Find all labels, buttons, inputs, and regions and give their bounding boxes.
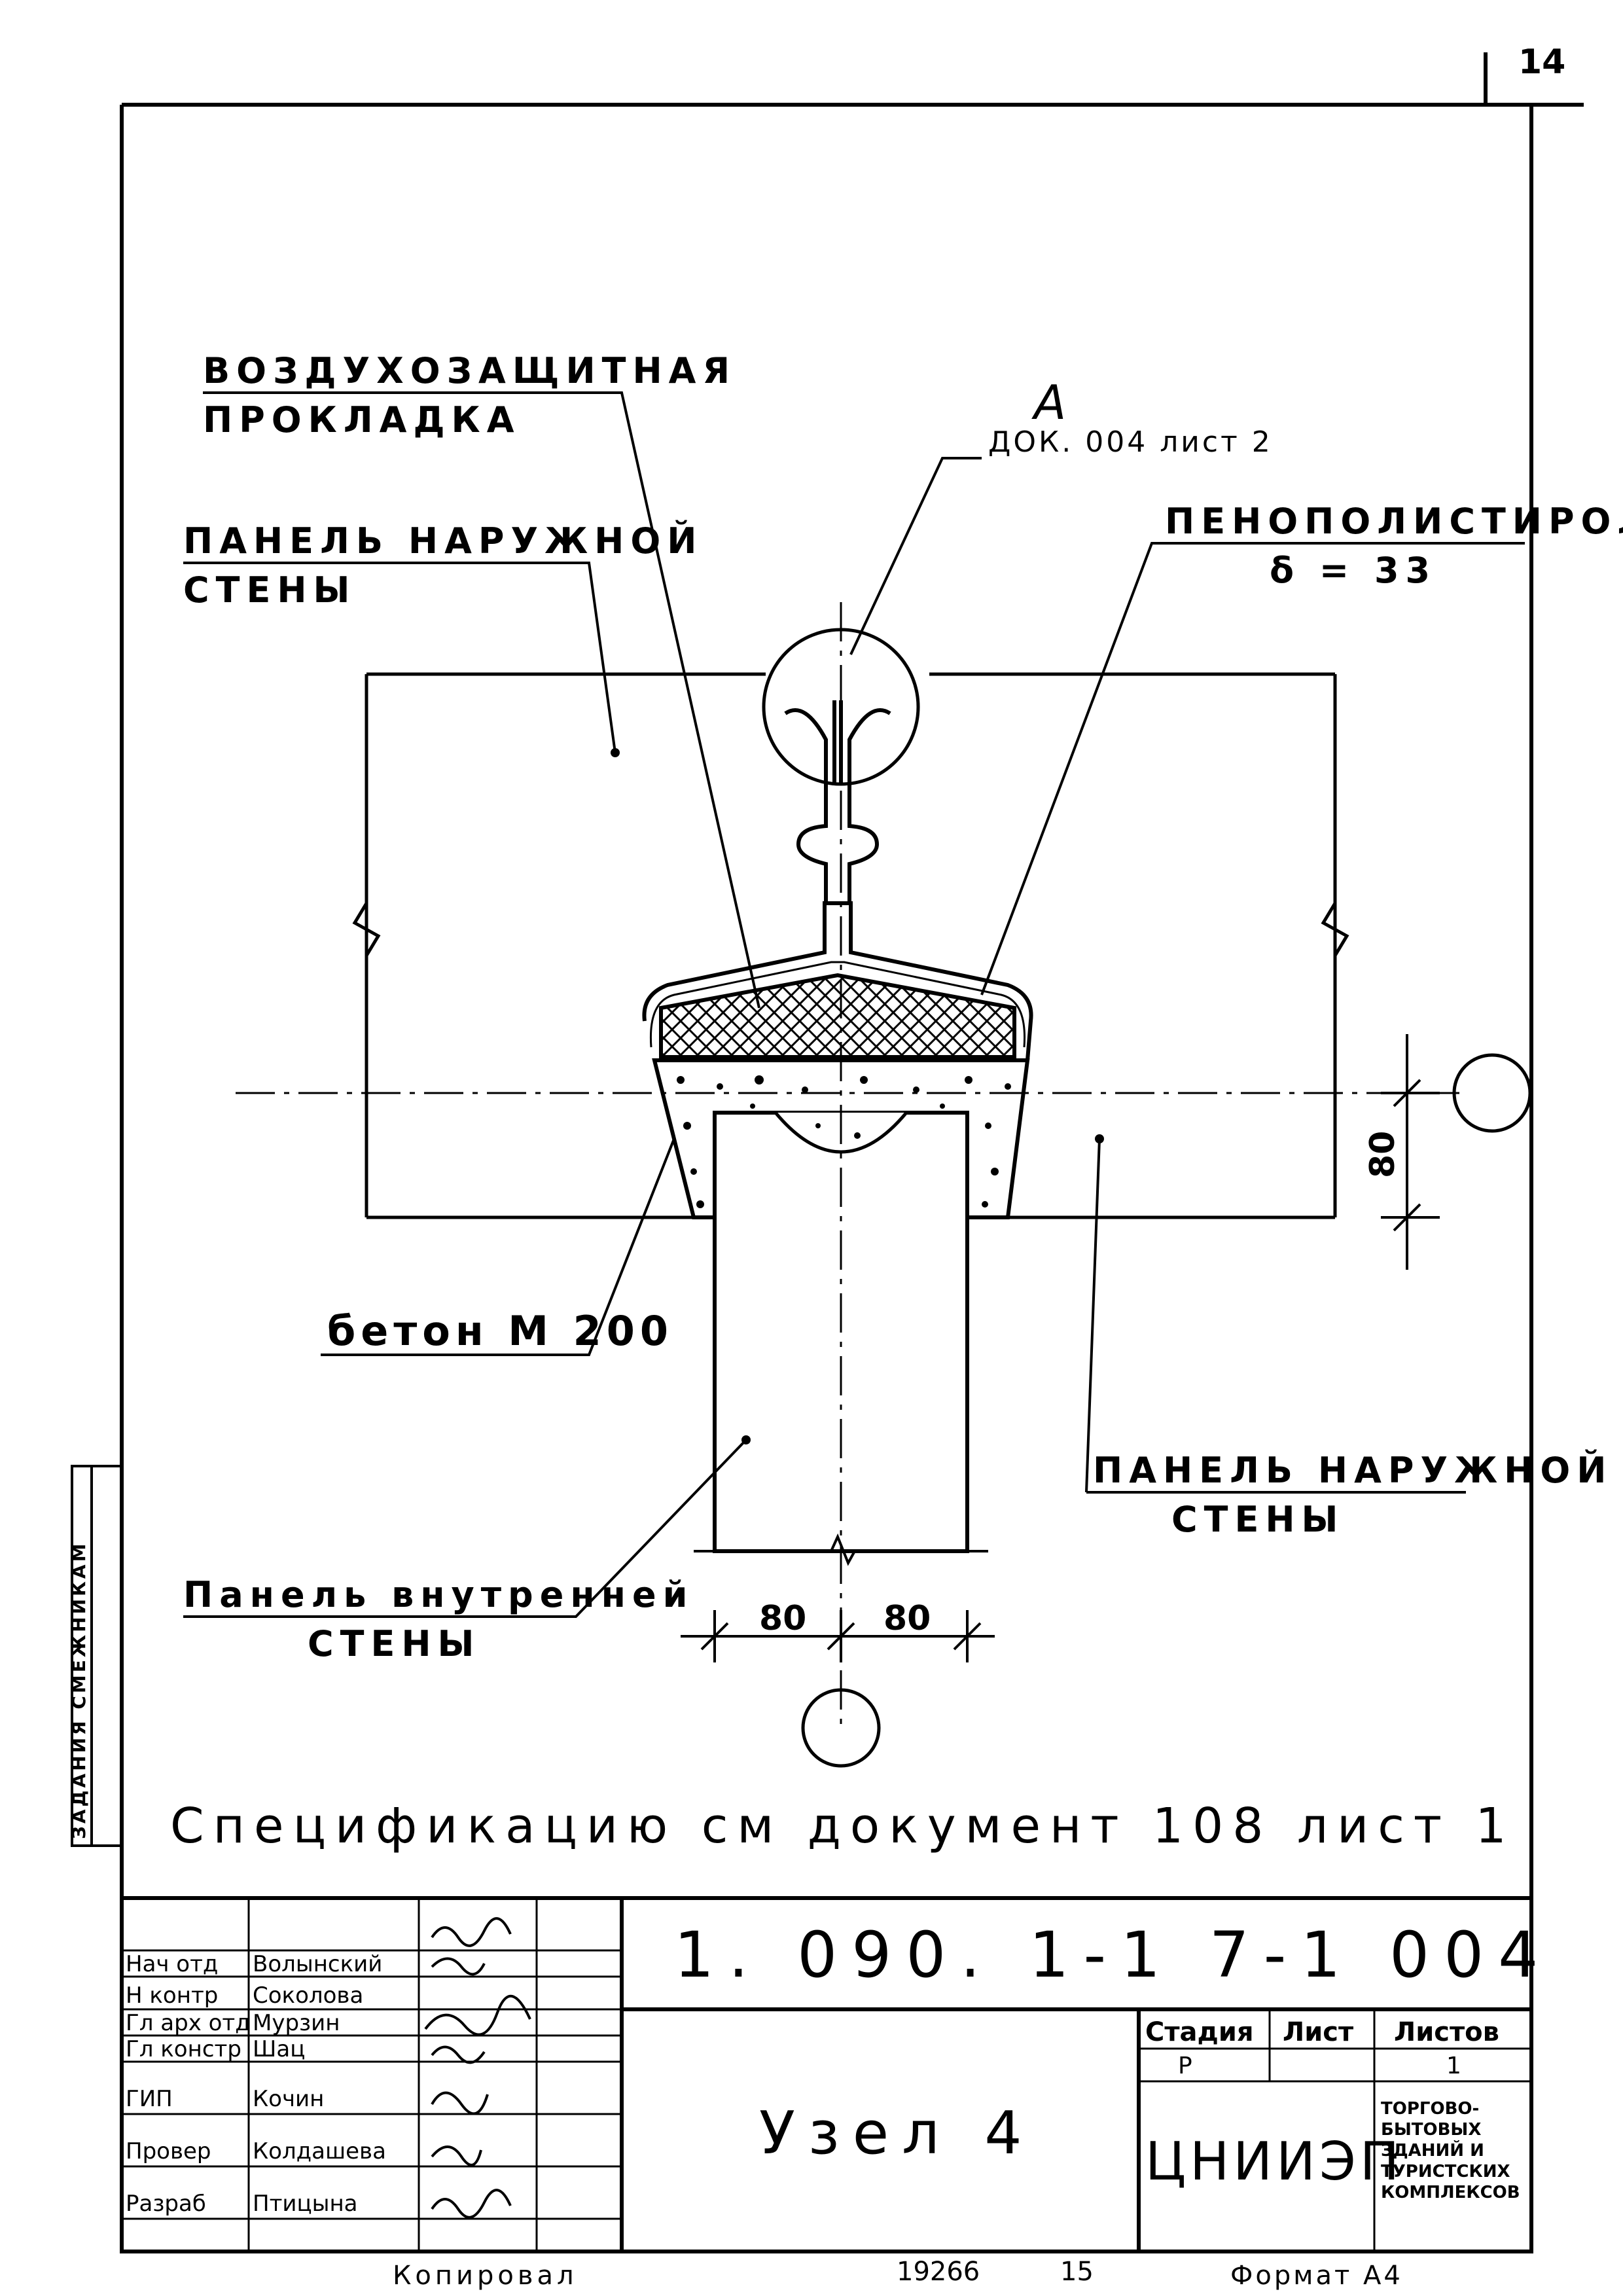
dimension-height-value: 80	[1363, 1131, 1402, 1178]
footer-format: Формат А4	[1230, 2261, 1403, 2291]
label-inner-panel-2: СТЕНЫ	[308, 1623, 481, 1664]
footer-copied: Копировал	[393, 2261, 578, 2291]
leader-lines	[183, 391, 1525, 1618]
role-person: Шац	[253, 2036, 305, 2062]
drawing-name: Узел 4	[759, 2099, 1035, 2168]
footer-copy-sheet: 15	[1060, 2257, 1094, 2287]
label-foam-2: δ = 33	[1270, 550, 1436, 591]
side-stamp	[71, 1465, 123, 1847]
role-person: Соколова	[253, 1982, 363, 2009]
role-label: Н контр	[126, 1982, 218, 2009]
dimension-right-value: 80	[883, 1599, 931, 1638]
dimension-left-value: 80	[759, 1599, 806, 1638]
label-outer-panel-right-2: СТЕНЫ	[1171, 1499, 1345, 1540]
stage-value: Р	[1178, 2053, 1192, 2079]
title-block-roles: Нач отд Волынский Н контр Соколова Гл ар…	[126, 1951, 386, 2217]
role-label: Гл констр	[126, 2036, 241, 2062]
role-label: Нач отд	[126, 1951, 218, 1977]
role-person: Мурзин	[253, 2010, 340, 2036]
role-label: Провер	[126, 2138, 211, 2164]
label-concrete: бетон М 200	[327, 1307, 673, 1355]
air-seal-inner	[649, 961, 1026, 1048]
concrete-dots	[677, 1075, 1011, 1208]
dimension-height	[1381, 1034, 1440, 1270]
role-label: ГИП	[126, 2086, 173, 2112]
label-outer-panel-right-1: ПАНЕЛЬ НАРУЖНОЙ	[1093, 1450, 1613, 1491]
footer-inventory: 19266	[897, 2257, 980, 2287]
seal-stem	[784, 700, 891, 903]
inner-panel-break	[694, 1533, 988, 1566]
role-person: Волынский	[253, 1951, 382, 1977]
label-foam-1: ПЕНОПОЛИСТИРОЛ	[1165, 501, 1623, 542]
foam-insulation	[659, 973, 1016, 1059]
side-stamp-text: ЗАДАНИЯ СМЕЖНИКАМ	[68, 1541, 90, 1839]
role-label: Разраб	[126, 2191, 206, 2217]
drawing-code: 1. 090. 1-1 7-1 004	[674, 1918, 1552, 1992]
title-block-grid	[122, 1898, 1531, 2251]
role-person: Кочин	[253, 2086, 324, 2112]
leader-dots	[611, 748, 1104, 1444]
org-desc-line: ЗДАНИЙ И	[1381, 2140, 1484, 2161]
label-outer-panel-2: СТЕНЫ	[183, 569, 357, 611]
axis-bubble-bottom	[801, 1688, 881, 1768]
label-view-ref: ДОК. 004 лист 2	[988, 425, 1273, 459]
spec-note: Спецификацию см документ 108 лист 1	[170, 1798, 1516, 1854]
axis-bubble-right	[1452, 1053, 1532, 1133]
label-view-a: А	[1031, 375, 1066, 430]
dimension-width	[681, 1610, 995, 1662]
outer-wall-panel	[352, 672, 1349, 1219]
label-inner-panel-1: Панель внутренней	[183, 1574, 694, 1615]
org-desc-line: ТОРГОВО-	[1381, 2099, 1479, 2119]
role-person: Птицына	[253, 2191, 358, 2217]
role-person: Колдашева	[253, 2138, 386, 2164]
role-label: Гл арх отд	[126, 2010, 251, 2036]
label-air-seal-2: ПРОКЛАДКА	[203, 399, 520, 440]
org-desc-line: КОМПЛЕКСОВ	[1381, 2183, 1520, 2202]
org-desc-line: БЫТОВЫХ	[1381, 2120, 1481, 2140]
org-name: ЦНИИЭП	[1145, 2131, 1403, 2192]
sheet-header: Лист	[1283, 2017, 1354, 2047]
concrete-fill	[652, 1058, 1030, 1219]
sheets-header: Листов	[1394, 2017, 1499, 2047]
page-number: 14	[1518, 43, 1565, 82]
signatures	[424, 1917, 531, 2219]
org-desc-line: ТУРИСТСКИХ	[1381, 2162, 1510, 2181]
axis-lines	[236, 602, 1459, 1728]
label-outer-panel-1: ПАНЕЛЬ НАРУЖНОЙ	[183, 520, 703, 562]
stage-header: Стадия	[1145, 2017, 1254, 2047]
sheets-value: 1	[1446, 2053, 1461, 2079]
title-block	[120, 1896, 1533, 2253]
label-air-seal-1: ВОЗДУХОЗАЩИТНАЯ	[203, 350, 736, 391]
